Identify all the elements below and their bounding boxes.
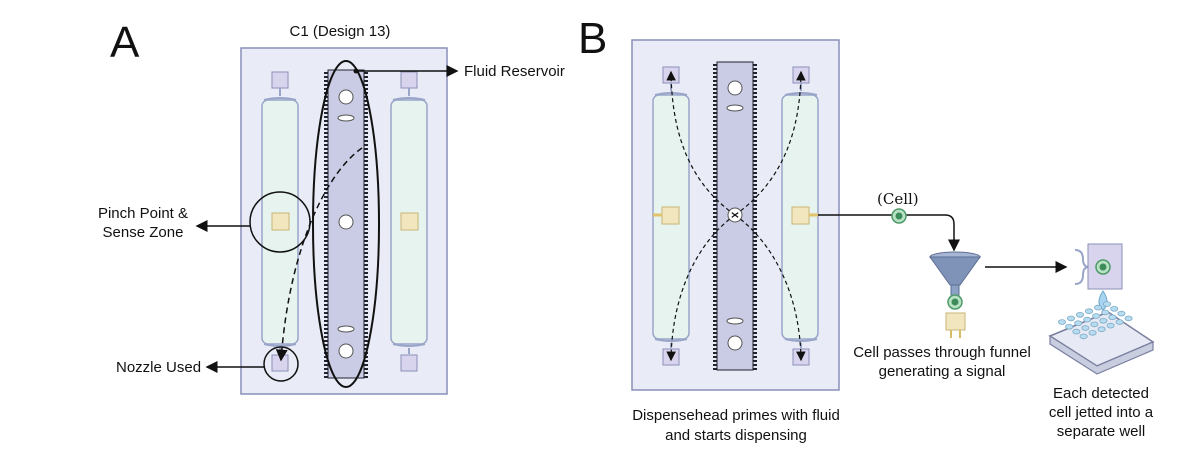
- panel-a-label-pinch-1: Pinch Point &: [98, 205, 188, 222]
- panel-b-cell-path: [818, 214, 960, 252]
- well: [1088, 329, 1097, 336]
- panel-b-reservoir: [713, 61, 757, 371]
- panel-b-funnel: [929, 251, 981, 338]
- panel-b-left-channel: [652, 66, 690, 366]
- panel-b-label-well-2: cell jetted into a: [1049, 404, 1154, 421]
- panel-a-label-fluid-reservoir: Fluid Reservoir: [464, 63, 565, 80]
- well: [1067, 315, 1076, 322]
- well: [1124, 315, 1133, 322]
- well: [1074, 320, 1083, 327]
- panel-b-well-plate: [1048, 301, 1155, 375]
- panel-a-left-channel: [261, 71, 299, 372]
- panel-b: B: [578, 14, 1155, 444]
- panel-a-letter: A: [110, 18, 140, 67]
- well: [1092, 313, 1101, 319]
- panel-b-label-dispense-1: Dispensehead primes with fluid: [632, 407, 840, 424]
- well: [1058, 319, 1067, 325]
- panel-a-reservoir-outline: [312, 60, 380, 388]
- well: [1085, 308, 1094, 315]
- panel-a: A C1 (Design 13): [98, 18, 565, 395]
- panel-a-right-channel: [390, 71, 428, 372]
- well: [1106, 322, 1115, 329]
- panel-b-label-funnel-1: Cell passes through funnel: [853, 344, 1031, 361]
- panel-b-label-well-1: Each detected: [1053, 385, 1149, 402]
- well: [1081, 325, 1090, 331]
- panel-a-sense-pad-left: [271, 212, 290, 231]
- well: [1108, 314, 1117, 321]
- panel-a-label-pinch-2: Sense Zone: [103, 224, 184, 241]
- well: [1097, 326, 1106, 333]
- panel-b-output-nozzle: [1074, 243, 1123, 311]
- panel-a-label-nozzle: Nozzle Used: [116, 359, 201, 376]
- panel-a-pinch-circle: [249, 191, 311, 253]
- panel-b-label-funnel-2: generating a signal: [879, 363, 1006, 380]
- panel-b-label-well-3: separate well: [1057, 423, 1145, 440]
- well: [1083, 316, 1092, 323]
- well: [1115, 319, 1124, 325]
- panel-a-reservoir: [324, 69, 368, 379]
- panel-b-flow-paths: [666, 70, 806, 362]
- panel-a-title: C1 (Design 13): [290, 23, 391, 40]
- panel-a-nozzle-left: [271, 354, 289, 372]
- panel-b-label-dispense-2: and starts dispensing: [665, 427, 807, 444]
- well: [1103, 301, 1112, 307]
- well: [1065, 323, 1074, 330]
- well: [1094, 304, 1103, 311]
- well: [1090, 321, 1099, 328]
- well: [1076, 311, 1085, 318]
- panel-b-letter: B: [578, 14, 607, 63]
- well: [1072, 328, 1081, 335]
- well: [1101, 309, 1110, 316]
- well: [1110, 305, 1119, 312]
- well: [1099, 317, 1108, 324]
- panel-b-right-channel: [781, 66, 819, 366]
- panel-b-label-cell: (Cell): [877, 190, 919, 208]
- well: [1079, 333, 1088, 340]
- panel-a-flow-path: [275, 147, 363, 362]
- well: [1117, 310, 1126, 317]
- panel-a-nozzle-circle: [263, 346, 299, 382]
